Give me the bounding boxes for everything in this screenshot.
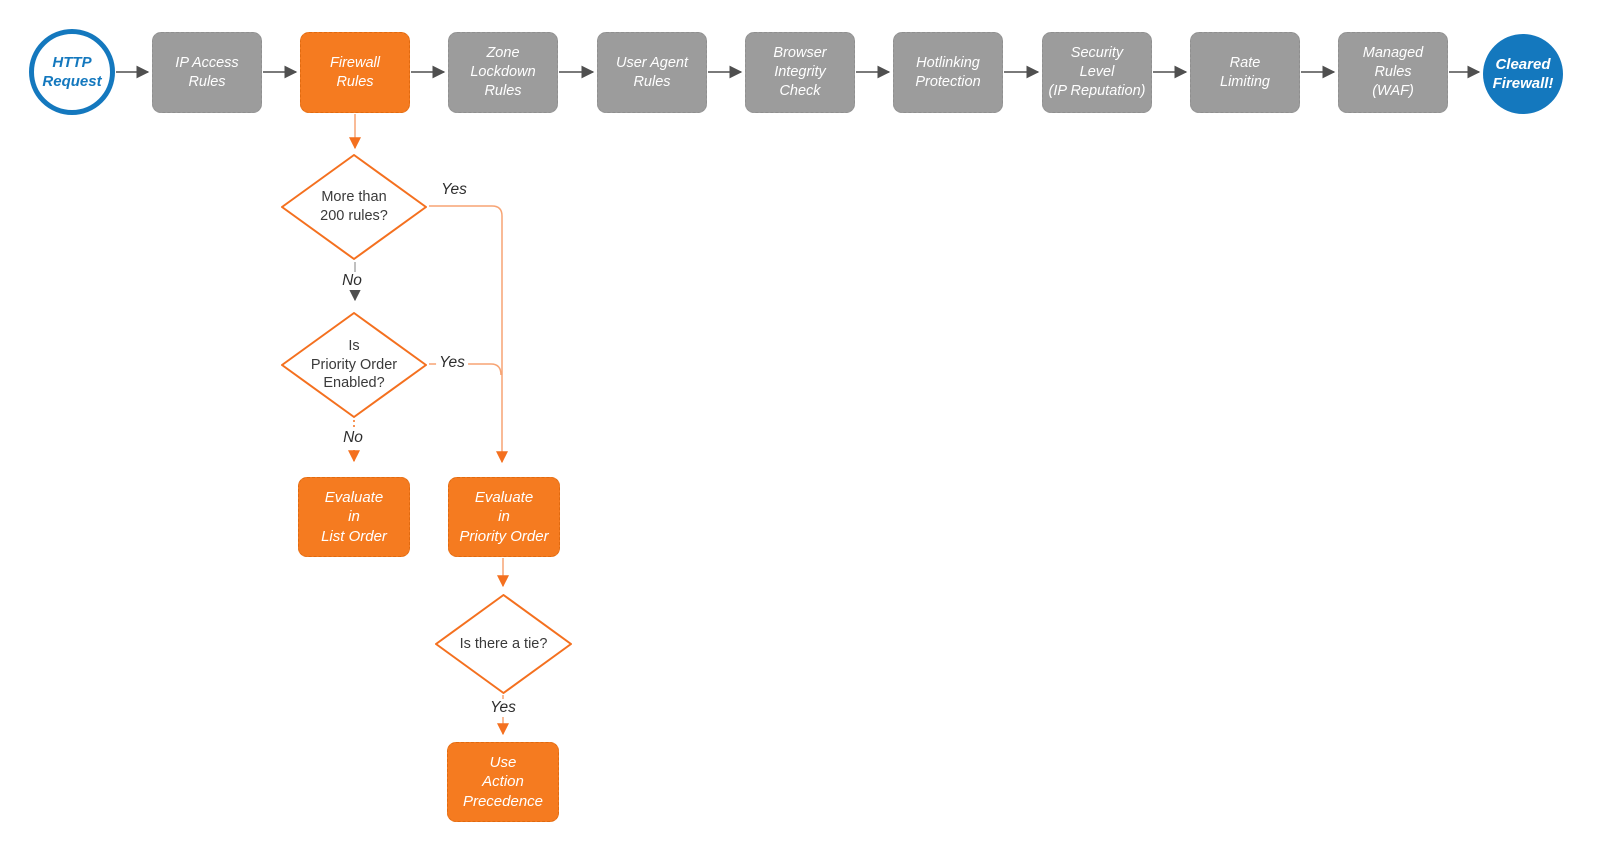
stage-user-agent-rules: User Agent Rules	[597, 32, 707, 113]
stage-zone-lockdown-rules: Zone Lockdown Rules	[448, 32, 558, 113]
process-label: Evaluate in Priority Order	[459, 488, 549, 545]
stage-rate-limiting: Rate Limiting	[1190, 32, 1300, 113]
stage-label: Browser Integrity Check	[773, 45, 827, 99]
stage-label: IP Access Rules	[175, 54, 239, 90]
stage-label: Hotlinking Protection	[915, 54, 981, 90]
decision-more-than-200-rules: More than 200 rules?	[281, 154, 427, 260]
decision-is-there-a-tie: Is there a tie?	[435, 594, 572, 694]
stage-label: Managed Rules (WAF)	[1362, 45, 1424, 99]
diamond-shape-icon	[281, 154, 427, 260]
process-label: Use Action Precedence	[462, 753, 544, 810]
diamond-shape-icon	[435, 594, 572, 694]
diamond-shape-icon	[281, 312, 427, 418]
stage-security-level: Security Level (IP Reputation)	[1042, 32, 1152, 113]
decision-label: Is Priority Order Enabled?	[310, 337, 398, 392]
stage-hotlinking-protection: Hotlinking Protection	[893, 32, 1003, 113]
start-node-label: HTTP Request	[42, 53, 102, 91]
stage-label: User Agent Rules	[616, 54, 688, 90]
decision-priority-order-enabled: Is Priority Order Enabled?	[281, 312, 427, 418]
process-use-action-precedence: Use Action Precedence	[447, 742, 559, 822]
edge-label-yes-priority: Yes	[436, 354, 468, 372]
process-evaluate-in-list-order: Evaluate in List Order	[298, 477, 410, 557]
decision-label: More than 200 rules?	[320, 189, 388, 224]
stage-managed-rules-waf: Managed Rules (WAF)	[1338, 32, 1448, 113]
arrow-priority-yes-elbow	[429, 363, 502, 376]
stage-label: Rate Limiting	[1220, 54, 1270, 90]
edge-label-no-rule-count: No	[339, 272, 365, 290]
stage-ip-access-rules: IP Access Rules	[152, 32, 262, 113]
edge-label-yes-rule-count: Yes	[441, 181, 467, 198]
stage-label: Firewall Rules	[330, 54, 380, 90]
process-label: Evaluate in List Order	[321, 488, 387, 545]
stage-label: Security Level (IP Reputation)	[1048, 45, 1146, 99]
stage-browser-integrity-check: Browser Integrity Check	[745, 32, 855, 113]
decision-label: Is there a tie?	[459, 635, 548, 652]
stage-firewall-rules: Firewall Rules	[300, 32, 410, 113]
process-evaluate-in-priority-order: Evaluate in Priority Order	[448, 477, 560, 557]
end-node-cleared-firewall: Cleared Firewall!	[1483, 34, 1563, 114]
end-node-label: Cleared Firewall!	[1492, 55, 1554, 93]
arrow-rulecount-yes-elbow	[429, 205, 508, 464]
start-node-http-request: HTTP Request	[29, 29, 115, 115]
edge-label-no-priority: No	[340, 429, 366, 447]
stage-label: Zone Lockdown Rules	[470, 45, 536, 99]
edge-label-yes-tie: Yes	[487, 699, 519, 717]
